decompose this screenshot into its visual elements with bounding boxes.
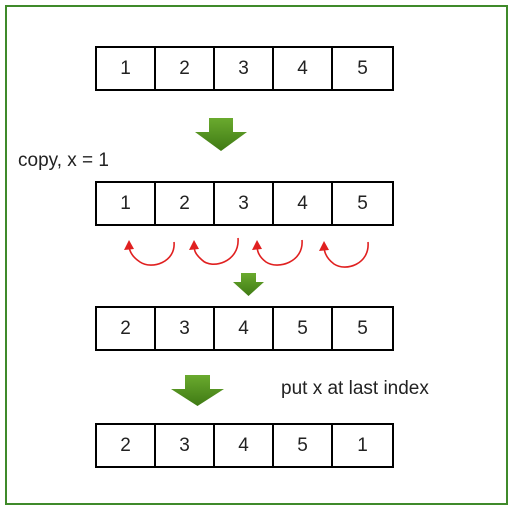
array-cell: 3 xyxy=(215,183,274,224)
array-cell: 4 xyxy=(274,48,333,89)
array-cell: 5 xyxy=(357,192,368,214)
array-cell: 1 xyxy=(97,48,156,89)
array-cell: 5 xyxy=(357,57,368,79)
curved-arrow-icon xyxy=(193,237,239,265)
array-cell: 4 xyxy=(274,183,333,224)
arrowhead-icon xyxy=(319,241,329,251)
put-label: put x at last index xyxy=(281,378,429,399)
array-cell: 3 xyxy=(156,425,215,466)
arrowhead-icon xyxy=(124,240,134,250)
array-cell: 1 xyxy=(97,183,156,224)
down-arrow-icon xyxy=(195,118,247,151)
array-cell: 2 xyxy=(97,425,156,466)
curved-arrow-icon xyxy=(323,241,369,268)
shift-arrowheads xyxy=(124,240,329,251)
array-cell: 2 xyxy=(97,308,156,349)
array-copied: 1 2 3 4 5 xyxy=(95,181,394,226)
array-result: 2 3 4 5 1 xyxy=(95,423,394,468)
array-cell: 4 xyxy=(215,425,274,466)
shift-arrows xyxy=(128,237,369,268)
array-shifted: 2 3 4 5 5 xyxy=(95,306,394,351)
array-cell: 5 xyxy=(274,308,333,349)
array-cell: 2 xyxy=(156,183,215,224)
array-cell: 3 xyxy=(156,308,215,349)
curved-arrow-icon xyxy=(256,239,303,266)
array-original: 1 2 3 4 5 xyxy=(95,46,394,91)
arrowhead-icon xyxy=(252,240,262,250)
copy-label: copy, x = 1 xyxy=(18,150,110,171)
array-cell: 1 xyxy=(357,434,368,456)
diagram-frame xyxy=(5,5,508,505)
array-cell: 2 xyxy=(156,48,215,89)
array-cell: 3 xyxy=(215,48,274,89)
curved-arrow-icon xyxy=(128,241,175,266)
down-arrow-icon xyxy=(233,273,264,296)
down-arrow-icon xyxy=(171,375,224,406)
arrowhead-icon xyxy=(189,240,199,250)
array-cell: 4 xyxy=(215,308,274,349)
array-cell: 5 xyxy=(274,425,333,466)
array-cell: 5 xyxy=(357,317,368,339)
